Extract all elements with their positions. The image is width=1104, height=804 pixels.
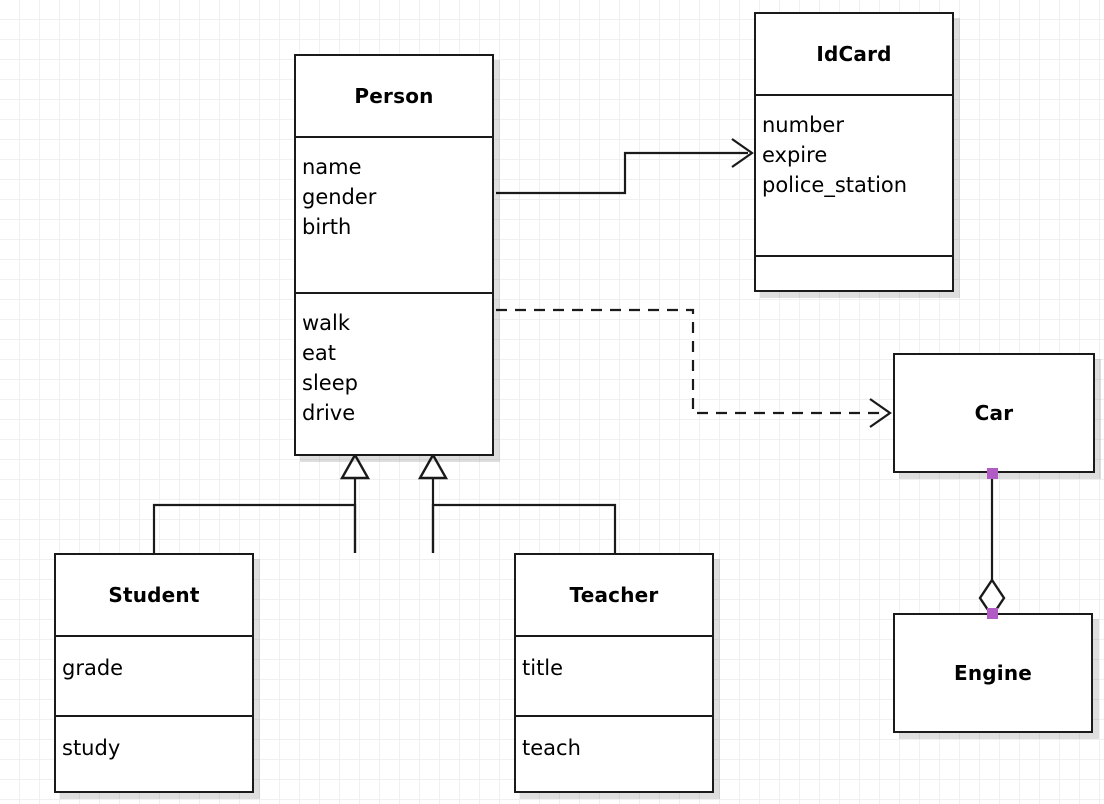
attribute-item: number [762,113,844,137]
attribute-item: birth [302,215,352,239]
class-box-teacher[interactable]: Teacher title teach [514,553,714,793]
attribute-item: name [302,155,362,179]
operations-student: study [56,715,252,795]
class-name-idcard: IdCard [816,42,892,66]
class-name-car: Car [974,401,1014,425]
class-box-person[interactable]: Person name gender birth walk eat sleep … [294,54,494,456]
aggregation-car-engine[interactable] [978,473,1006,619]
connector-handle-car-end[interactable] [987,468,998,479]
generalization-student-person[interactable] [152,452,371,553]
attribute-item: grade [62,656,124,680]
class-name-teacher: Teacher [569,583,659,607]
attributes-teacher: title [516,635,712,715]
operation-item: teach [522,736,581,760]
operation-item: walk [302,311,351,335]
attributes-person: name gender birth [296,136,492,292]
association-person-idcard[interactable] [496,138,754,195]
operations-teacher: teach [516,715,712,795]
class-box-idcard[interactable]: IdCard number expire police_station [754,12,954,292]
operation-item: eat [302,341,337,365]
operation-item: sleep [302,371,358,395]
dependency-person-car[interactable] [496,308,892,428]
attributes-idcard: number expire police_station [756,94,952,255]
operations-person: walk eat sleep drive [296,292,492,454]
connector-handle-engine-end[interactable] [987,608,998,619]
attribute-item: expire [762,143,828,167]
class-name-engine: Engine [953,661,1033,685]
class-name-student: Student [108,583,200,607]
class-box-engine[interactable]: Engine [893,613,1093,733]
attribute-item: police_station [762,173,908,197]
operations-idcard [756,255,952,294]
class-box-student[interactable]: Student grade study [54,553,254,793]
attribute-item: gender [302,185,377,209]
operation-item: drive [302,401,356,425]
class-box-car[interactable]: Car [893,353,1095,473]
generalization-teacher-person[interactable] [417,452,617,553]
attribute-item: title [522,656,564,680]
attributes-student: grade [56,635,252,715]
operation-item: study [62,736,121,760]
class-name-person: Person [354,84,434,108]
